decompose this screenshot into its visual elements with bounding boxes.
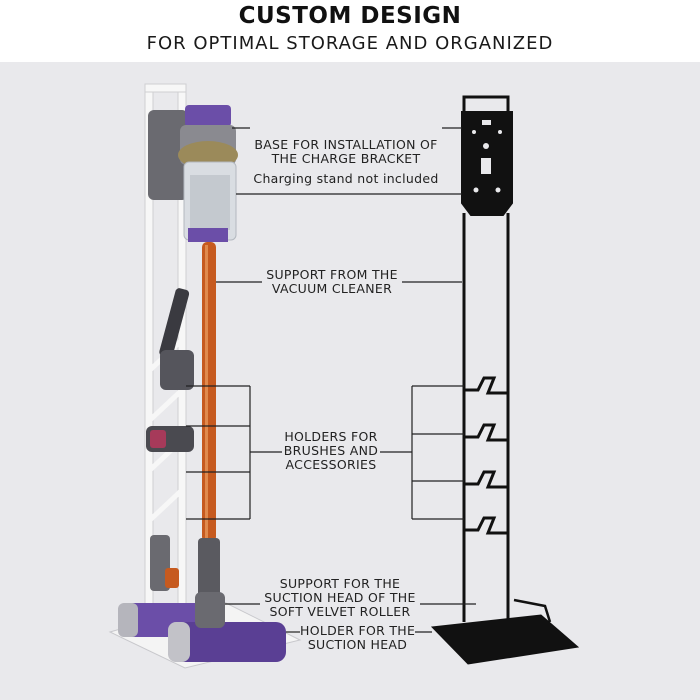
page-title: CUSTOM DESIGN xyxy=(238,3,462,29)
label-holders: HOLDERS FOR BRUSHES AND ACCESSORIES xyxy=(282,430,380,472)
label-support-vacuum-line2: VACUUM CLEANER xyxy=(271,281,393,296)
label-holders-line2: BRUSHES AND xyxy=(283,443,379,458)
label-support-suction-line3: SOFT VELVET ROLLER xyxy=(269,604,411,619)
label-charge-base-line2: THE CHARGE BRACKET xyxy=(271,151,421,166)
header: CUSTOM DESIGN FOR OPTIMAL STORAGE AND OR… xyxy=(0,0,700,62)
label-charge-base: BASE FOR INSTALLATION OF THE CHARGE BRAC… xyxy=(250,138,442,186)
leader-lines xyxy=(186,127,476,633)
label-support-vacuum: SUPPORT FROM THE VACUUM CLEANER xyxy=(262,268,402,296)
label-holder-suction: HOLDER FOR THE SUCTION HEAD xyxy=(300,624,415,652)
page-subtitle: FOR OPTIMAL STORAGE AND ORGANIZED xyxy=(146,33,554,54)
label-holders-line3: ACCESSORIES xyxy=(285,457,377,472)
label-holder-suction-line2: SUCTION HEAD xyxy=(307,637,408,652)
label-charge-base-note: Charging stand not included xyxy=(253,171,439,186)
label-charge-base-line1: BASE FOR INSTALLATION OF xyxy=(254,137,438,152)
product-panel xyxy=(0,62,700,700)
black-stand xyxy=(430,95,580,665)
label-support-suction-line2: SUCTION HEAD OF THE xyxy=(264,590,416,605)
label-support-vacuum-line1: SUPPORT FROM THE xyxy=(266,267,398,282)
label-holders-line1: HOLDERS FOR xyxy=(284,429,378,444)
label-support-suction: SUPPORT FOR THE SUCTION HEAD OF THE SOFT… xyxy=(260,577,420,619)
white-stand-with-vacuum xyxy=(108,83,302,669)
label-holder-suction-line1: HOLDER FOR THE xyxy=(300,623,416,638)
label-support-suction-line1: SUPPORT FOR THE xyxy=(279,576,401,591)
